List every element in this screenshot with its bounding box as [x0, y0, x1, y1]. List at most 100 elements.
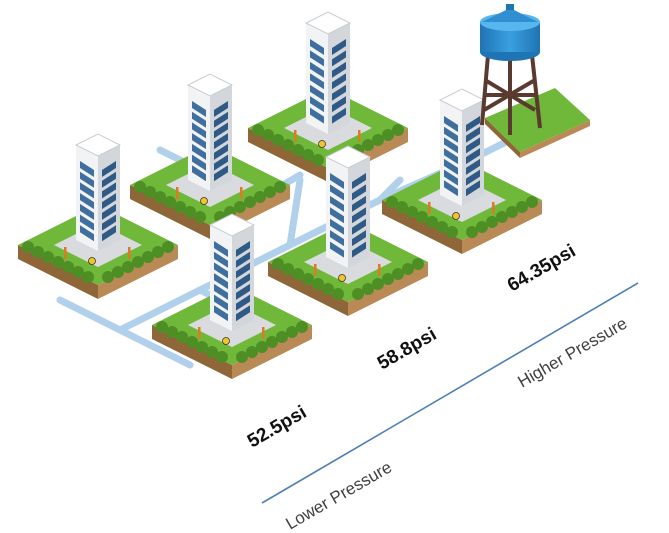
tree	[292, 268, 304, 280]
building-window	[330, 230, 344, 247]
building-window	[214, 283, 228, 300]
building-window	[214, 294, 228, 311]
building-roof	[304, 11, 352, 35]
pressure-label-high: 64.35psi	[504, 241, 579, 297]
building-window	[330, 184, 344, 201]
tree	[184, 206, 196, 218]
building-window	[214, 241, 228, 257]
building-window	[310, 107, 324, 124]
building-window	[236, 241, 250, 257]
block-soil-left	[130, 185, 210, 239]
tree	[446, 226, 458, 238]
building-window	[466, 126, 480, 143]
building-window	[80, 225, 94, 242]
tree	[382, 129, 394, 141]
building-window	[444, 180, 458, 197]
tree	[282, 139, 294, 151]
tree	[236, 351, 248, 363]
tree	[372, 278, 384, 290]
lamp-post	[198, 327, 201, 339]
building-window	[214, 154, 228, 171]
tree	[332, 288, 344, 300]
tree	[234, 201, 246, 213]
street-sign-icon	[88, 257, 96, 265]
building-window	[352, 184, 366, 201]
tree	[254, 191, 266, 203]
building-window	[236, 294, 250, 311]
tree	[396, 201, 408, 213]
building-window	[444, 137, 458, 154]
building-window	[80, 214, 94, 231]
building-window	[214, 165, 228, 182]
building-window	[192, 165, 206, 182]
building-window	[80, 193, 94, 210]
street-sign-icon	[318, 140, 326, 148]
pressure-label-low: 52.5psi	[244, 402, 310, 452]
block-soil-left	[248, 128, 328, 182]
city-block-front	[152, 213, 312, 379]
block-soil-right	[98, 245, 178, 299]
tree	[72, 266, 84, 278]
tree	[194, 211, 206, 223]
tree	[276, 331, 288, 343]
block-soil-right	[462, 200, 542, 254]
block-soil-left	[152, 325, 232, 379]
tree	[372, 134, 384, 146]
building-window	[192, 111, 206, 128]
building-window	[444, 169, 458, 186]
block-soil-left	[382, 200, 462, 254]
building-window	[330, 173, 344, 189]
building-window	[214, 133, 228, 150]
lamp-post	[378, 264, 381, 276]
tree	[164, 196, 176, 208]
building-window	[80, 203, 94, 220]
building-window	[192, 143, 206, 160]
building-window	[236, 262, 250, 279]
tree	[246, 346, 258, 358]
building-window	[214, 122, 228, 139]
building-window	[444, 148, 458, 165]
city-blocks	[18, 11, 542, 379]
building-window	[332, 61, 346, 78]
tree	[176, 331, 188, 343]
building-window	[80, 161, 94, 177]
tree	[302, 149, 314, 161]
building-window	[80, 171, 94, 188]
tree	[152, 246, 164, 258]
building-window	[192, 122, 206, 139]
tree	[252, 124, 264, 136]
tree	[274, 181, 286, 193]
city-block-left	[18, 133, 178, 299]
building-window	[236, 283, 250, 300]
tree	[196, 341, 208, 353]
building-window	[236, 251, 250, 268]
building-window	[310, 96, 324, 113]
building-window	[332, 107, 346, 124]
building-roof	[208, 213, 256, 237]
tree	[312, 278, 324, 290]
tree	[392, 124, 404, 136]
tree	[162, 241, 174, 253]
building-window	[102, 171, 116, 188]
pressure-label-mid: 58.8psi	[374, 324, 440, 374]
building-roof	[74, 133, 122, 157]
tree	[32, 246, 44, 258]
tree	[302, 273, 314, 285]
tree	[122, 261, 134, 273]
building-window	[102, 203, 116, 220]
tank-vent	[506, 4, 514, 10]
building-window	[310, 73, 324, 90]
lamp-post	[176, 187, 179, 199]
city-block-right	[382, 88, 542, 254]
tree	[156, 321, 168, 333]
tree	[496, 211, 508, 223]
lamp-post	[358, 130, 361, 142]
tree	[526, 196, 538, 208]
building-window	[80, 182, 94, 199]
building-window	[192, 133, 206, 150]
building-window	[192, 154, 206, 171]
lamp-post	[64, 247, 67, 259]
tree	[322, 283, 334, 295]
lamp-post	[492, 202, 495, 214]
building-window	[214, 273, 228, 290]
